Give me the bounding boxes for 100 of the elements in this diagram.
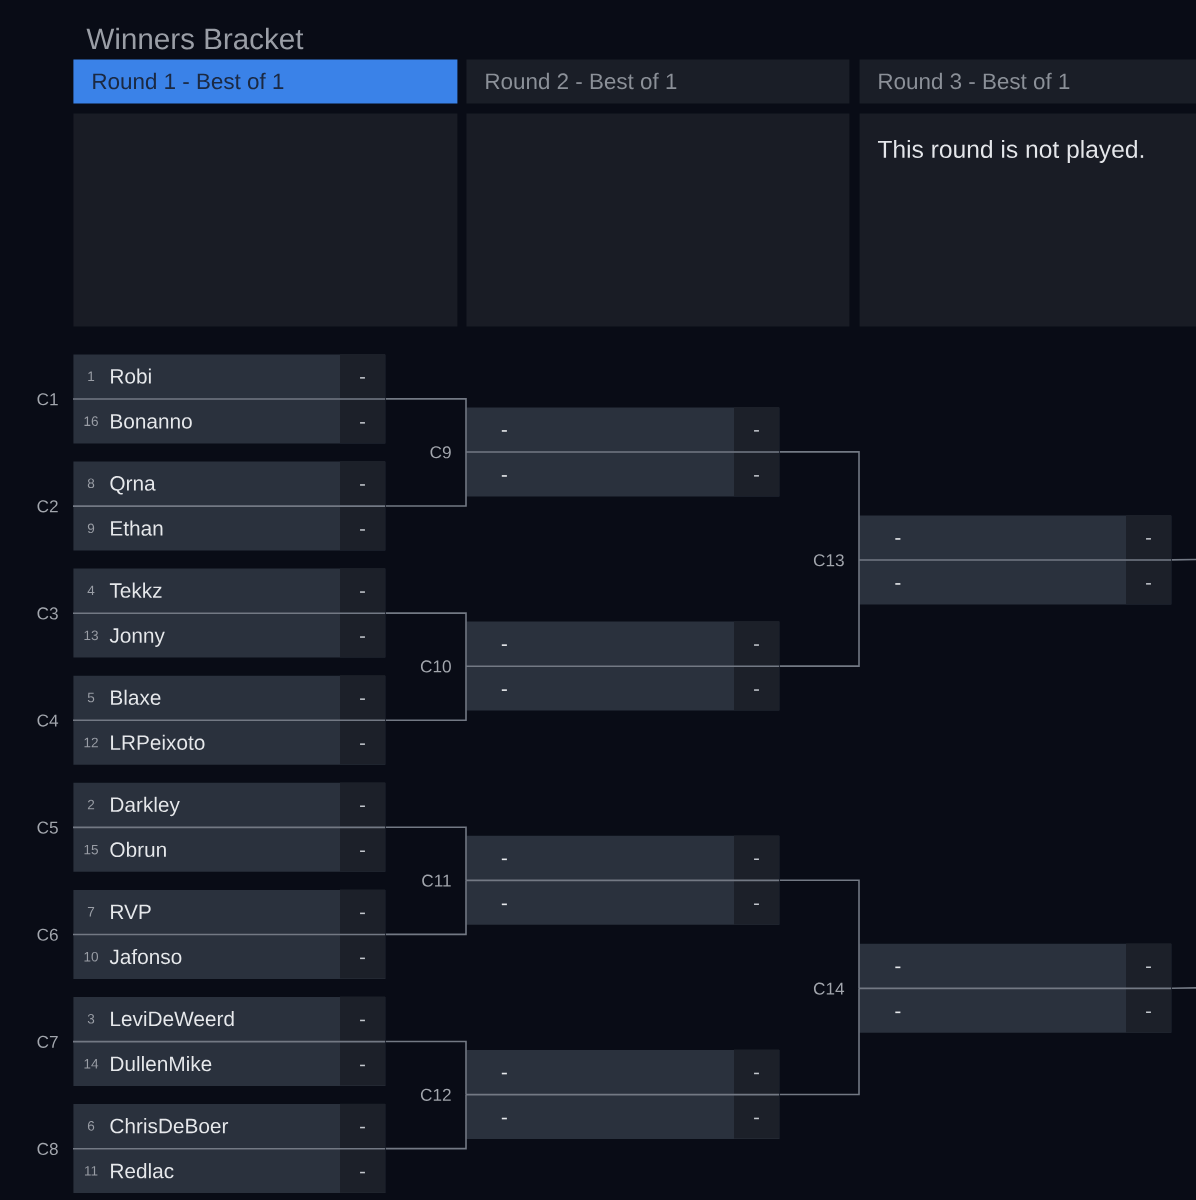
- player-name: -: [501, 1072, 507, 1075]
- player-name: Blaxe: [111, 689, 161, 705]
- score-cell: -: [1126, 943, 1171, 988]
- seed-number: 11: [85, 1166, 98, 1176]
- match-label: C9: [430, 446, 451, 459]
- score-cell: -: [734, 880, 779, 925]
- seed-number: 7: [87, 907, 95, 917]
- player-name: -: [501, 1117, 507, 1120]
- match-label: C4: [37, 714, 59, 727]
- bracket-line: [779, 987, 860, 1096]
- player-name: -: [501, 858, 507, 861]
- score-cell: -: [734, 835, 779, 880]
- seed-number: 4: [87, 585, 95, 596]
- match-label: C6: [37, 928, 58, 941]
- score-cell: -: [340, 354, 385, 399]
- match-label: C7: [37, 1035, 58, 1048]
- match-label: C5: [37, 821, 58, 834]
- score-cell: -: [340, 782, 385, 827]
- match-label: C14: [813, 982, 845, 995]
- score-cell: -: [1126, 988, 1171, 1033]
- player-name: LeviDeWeerd: [111, 1011, 234, 1027]
- player-name: Tekkz: [109, 582, 162, 598]
- bracket-line: [779, 451, 860, 561]
- bracket-line: [385, 879, 467, 936]
- score-cell: -: [340, 506, 385, 551]
- bracket-line: [385, 826, 467, 882]
- round-tab: Round 2 - Best of 1: [466, 59, 850, 104]
- seed-number: 8: [87, 478, 95, 489]
- seed-number: 15: [84, 844, 98, 855]
- bracket-line: [385, 1093, 467, 1150]
- seed-number: 3: [87, 1014, 95, 1024]
- match-label: C12: [420, 1088, 451, 1101]
- seed-number: 2: [87, 799, 95, 810]
- player-name: -: [895, 538, 901, 540]
- seed-number: 6: [87, 1121, 95, 1131]
- seed-number: 10: [84, 951, 98, 962]
- player-name: Qrna: [110, 476, 156, 495]
- bracket-line: [1171, 987, 1196, 990]
- seed-number: 5: [87, 692, 95, 703]
- player-name: DullenMike: [111, 1056, 212, 1072]
- score-cell: -: [340, 889, 385, 935]
- bracket-line: [1171, 558, 1196, 561]
- score-cell: -: [734, 452, 779, 496]
- bracket-line: [385, 451, 467, 507]
- player-name: -: [895, 1011, 901, 1014]
- bracket-line: [779, 879, 860, 990]
- player-name: Redlac: [111, 1163, 174, 1179]
- player-name: -: [501, 644, 507, 646]
- player-name: Jonny: [109, 628, 165, 647]
- match-label: C1: [37, 393, 58, 406]
- player-name: Bonanno: [111, 414, 192, 429]
- seed-number: 16: [84, 416, 98, 426]
- bracket-line: [385, 612, 467, 667]
- score-cell: -: [1126, 515, 1171, 560]
- match-label: C11: [422, 874, 451, 887]
- score-cell: -: [340, 613, 385, 658]
- player-name: Robi: [111, 368, 151, 384]
- score-cell: -: [1126, 560, 1171, 604]
- player-name: LRPeixoto: [111, 734, 205, 750]
- player-name: Darkley: [111, 796, 180, 817]
- score-cell: -: [340, 1103, 385, 1149]
- seed-number: 14: [84, 1059, 99, 1069]
- score-cell: -: [734, 1095, 779, 1139]
- player-name: Obrun: [110, 841, 166, 858]
- score-cell: -: [340, 827, 385, 872]
- player-name: -: [501, 689, 507, 691]
- seed-number: 12: [84, 737, 98, 748]
- round-tab: Round 1 - Best of 1: [73, 59, 458, 104]
- bracket-line: [779, 559, 860, 667]
- seed-number: 13: [84, 630, 98, 641]
- player-name: -: [501, 903, 507, 906]
- score-cell: -: [340, 720, 385, 765]
- player-name: -: [501, 430, 507, 432]
- match-label: C13: [813, 554, 844, 567]
- match-label: C10: [420, 660, 451, 673]
- score-cell: -: [340, 1042, 385, 1086]
- match-label: C2: [37, 500, 58, 513]
- round-panel: This round is not played.: [859, 113, 1196, 327]
- match-label: C8: [37, 1142, 58, 1156]
- score-cell: -: [340, 1149, 385, 1193]
- player-name: -: [895, 583, 901, 585]
- player-name: Ethan: [111, 520, 163, 536]
- player-name: RVP: [111, 904, 151, 919]
- bracket-line: [385, 1040, 467, 1096]
- match-label: C3: [37, 607, 58, 620]
- score-cell: -: [340, 675, 385, 720]
- score-cell: -: [340, 568, 385, 613]
- round-tab: Round 3 - Best of 1: [859, 59, 1196, 104]
- bracket-line: [385, 398, 467, 453]
- bracket-line: [385, 665, 467, 721]
- score-cell: -: [340, 461, 385, 506]
- heading: Winners Bracket: [86, 27, 304, 50]
- seed-number: 9: [87, 523, 95, 534]
- player-name: -: [895, 966, 901, 969]
- score-cell: -: [340, 934, 385, 979]
- score-cell: -: [734, 1049, 779, 1095]
- player-name: Jafonso: [109, 948, 182, 965]
- score-cell: -: [340, 996, 385, 1042]
- score-cell: -: [734, 407, 779, 452]
- score-cell: -: [340, 399, 385, 443]
